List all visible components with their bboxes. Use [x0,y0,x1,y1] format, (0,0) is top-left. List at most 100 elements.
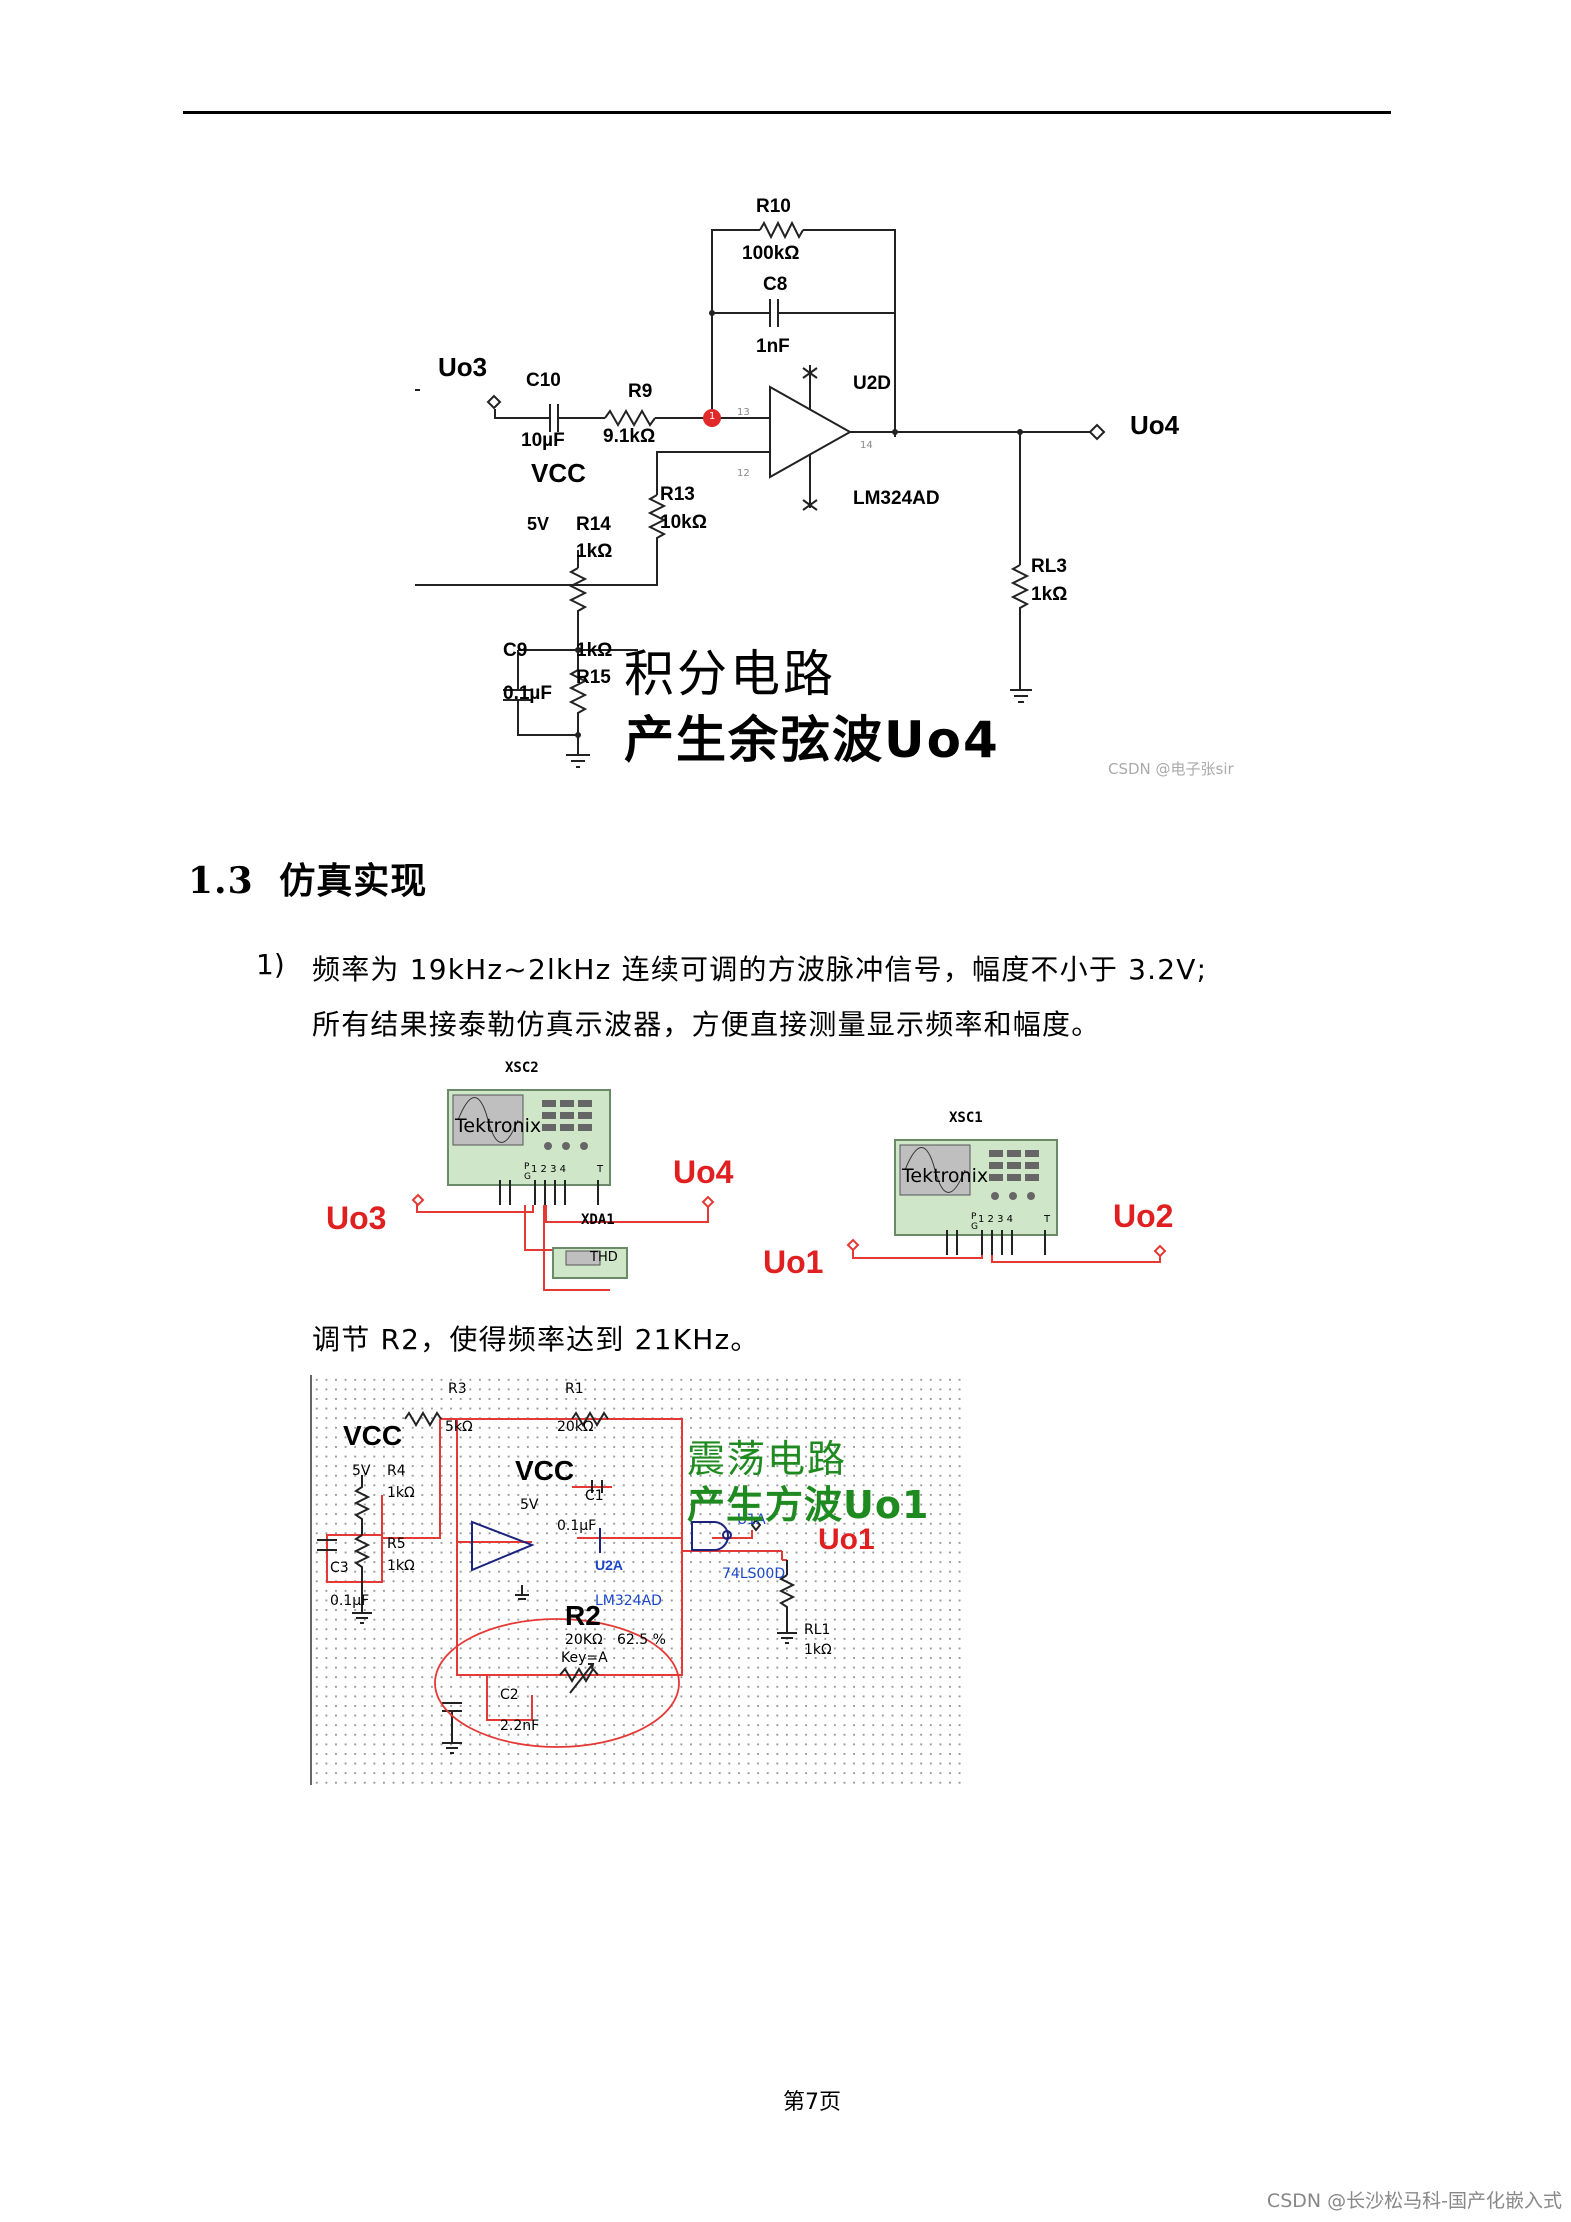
footer-watermark: CSDN @长沙松马科-国产化嵌入式 [1266,2190,1562,2212]
integrator-circuit-figure [415,190,1235,785]
label-uo1-scope: Uo1 [763,1244,824,1280]
label-pin12: 12 [737,468,750,479]
xsc2-tektronix-label: Tektronix [455,1115,542,1137]
label-r15-value: 1kΩ [576,640,613,661]
label-c10-value: 10µF [521,430,565,451]
xsc1-g-label: G [971,1222,978,1232]
requirement-line-1: 频率为 19kHz~2lkHz 连续可调的方波脉冲信号，幅度不小于 3.2V; [312,953,1208,986]
label-r3-value: 5kΩ [445,1419,473,1435]
label-r5-value: 1kΩ [387,1558,415,1574]
label-r4-value: 1kΩ [387,1485,415,1501]
label-rl3-value: 1kΩ [1031,584,1068,605]
label-5v-left: 5V [352,1463,371,1479]
label-vcc: VCC [531,458,586,488]
label-r2-key: Key=A [561,1650,608,1666]
integrator-caption-line2: 产生余弦波Uo4 [624,711,1000,769]
label-c2: C2 [500,1687,519,1703]
label-c2-value: 2.2nF [500,1718,540,1734]
label-lm324ad: LM324AD [853,488,940,509]
oscillator-caption-line2: 产生方波Uo1 [687,1483,930,1527]
label-vcc-opamp: VCC [515,1455,575,1486]
label-r10-value: 100kΩ [742,243,800,264]
label-uo4-scope: Uo4 [673,1154,734,1190]
label-rl3: RL3 [1031,556,1067,577]
label-thd: THD [590,1250,618,1265]
label-r5: R5 [387,1536,406,1552]
label-c10: C10 [526,370,561,391]
oscillator-circuit-figure [310,1375,964,1785]
section-heading: 1.3 仿真实现 [188,852,427,904]
label-r14-value: 1kΩ [576,541,613,562]
highlight-ellipse [434,1618,680,1748]
label-uo3: Uo3 [438,352,488,382]
integrator-caption-line1: 积分电路 [624,645,836,703]
probe-marker-icon [703,409,721,427]
label-uo4: Uo4 [1130,410,1180,440]
label-r1-value: 20kΩ [557,1419,594,1435]
section-number: 1.3 [188,860,254,902]
label-5v-opamp: 5V [520,1497,539,1513]
label-c9: C9 [503,640,528,661]
xsc2-g-label: G [524,1172,531,1182]
section-title: 仿真实现 [279,860,428,902]
label-lm324ad-osc: LM324AD [595,1593,662,1609]
adjust-instruction: 调节 R2，使得频率达到 21KHz。 [312,1323,760,1356]
page-number: 第7页 [783,2090,841,2115]
label-r4: R4 [387,1463,406,1479]
probe-node-label: 1 [709,411,716,422]
label-c1: C1 [585,1488,604,1504]
label-r14: R14 [576,514,611,535]
xsc1-port-labels: 1 2 3 4 [978,1214,1013,1225]
oscilloscope-figure [320,1060,1200,1300]
header-rule [183,111,1391,114]
label-r13: R13 [660,484,695,505]
label-5v: 5V [527,514,550,534]
label-r3: R3 [448,1381,467,1397]
label-c8: C8 [763,274,788,295]
label-c3-value: 0.1µF [330,1593,370,1609]
bias-network-schematic [503,550,638,768]
label-r9-value: 9.1kΩ [603,426,656,447]
label-xsc2: XSC2 [505,1060,539,1076]
label-c9-value: 0.1µF [503,683,552,704]
label-r2-percent: 62.5 % [617,1632,666,1648]
list-item-number: 1) [256,948,285,981]
oscillator-caption-line1: 震荡电路 [687,1437,848,1481]
label-r13-value: 10kΩ [660,512,707,533]
figure1-watermark: CSDN @电子张sir [1108,760,1234,778]
integrator-bias-network [488,490,638,790]
xsc2-p-label: P [524,1162,530,1172]
label-74ls00d: 74LS00D [722,1566,786,1582]
label-xda1: XDA1 [581,1212,615,1228]
xsc1-trigger-label: T [1044,1214,1051,1225]
oscilloscope-schematic [411,1089,1167,1291]
label-r15: R15 [576,667,611,688]
label-u2d: U2D [853,373,892,394]
label-uo3-scope: Uo3 [326,1200,387,1236]
label-uo1-osc: Uo1 [818,1523,875,1556]
label-uo2-scope: Uo2 [1113,1198,1174,1234]
label-u1a: U1A [737,1512,766,1528]
label-r1: R1 [565,1381,584,1397]
label-r10: R10 [756,196,791,217]
label-c1-value: 0.1µF [557,1518,597,1534]
label-pin14: 14 [860,440,873,451]
label-c3: C3 [330,1560,349,1576]
label-vcc-left: VCC [343,1420,403,1451]
label-u2a: U2A [595,1557,624,1573]
oscillator-schematic [317,1411,797,1754]
xsc1-tektronix-label: Tektronix [902,1165,989,1187]
label-r9: R9 [628,381,653,402]
label-rl1-value: 1kΩ [804,1642,832,1658]
label-xsc1: XSC1 [949,1110,983,1126]
label-rl1: RL1 [804,1622,831,1638]
xsc2-port-labels: 1 2 3 4 [531,1164,566,1175]
label-r2: R2 [565,1600,601,1631]
label-c8-value: 1nF [756,336,790,357]
xsc1-p-label: P [971,1212,977,1222]
label-r2-value: 20KΩ [565,1632,603,1648]
requirement-line-2: 所有结果接泰勒仿真示波器，方便直接测量显示频率和幅度。 [312,1008,1101,1041]
label-pin13: 13 [737,407,750,418]
xsc2-trigger-label: T [597,1164,604,1175]
integrator-schematic [415,220,1106,703]
